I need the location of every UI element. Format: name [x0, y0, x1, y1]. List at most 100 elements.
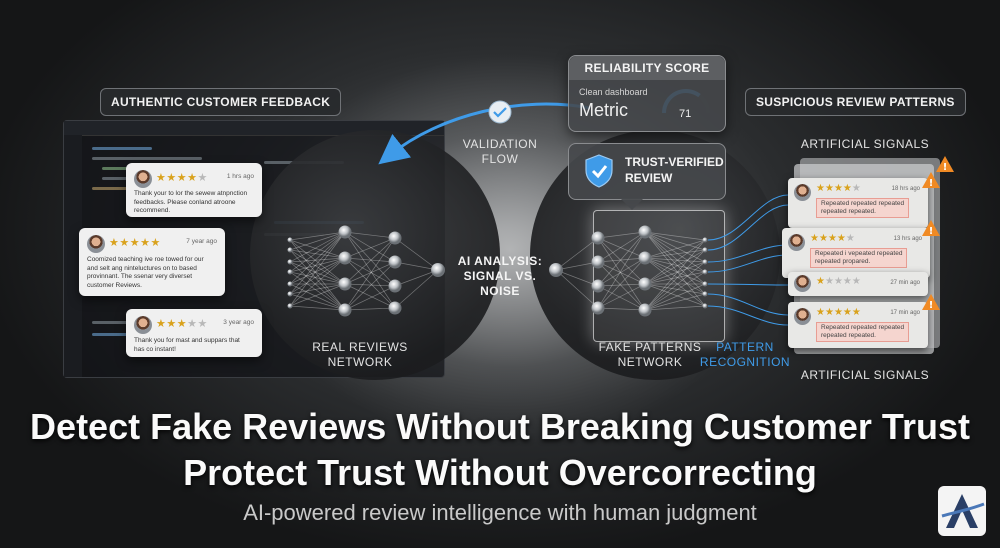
network-node: [287, 247, 293, 253]
star-filled-icon: ★: [176, 172, 188, 184]
network-node: [702, 303, 708, 309]
network-node: [702, 269, 708, 275]
repeated-text-highlight: Repeated i vepeated repeated repeated pr…: [810, 248, 908, 268]
network-node: [338, 225, 352, 239]
authentic-feedback-label: AUTHENTIC CUSTOMER FEEDBACK: [100, 88, 342, 116]
star-empty-icon: ★: [842, 276, 852, 287]
network-node: [287, 259, 293, 265]
suspicious-review-card: ★★★★★ 17 min ago Repeated repeated repea…: [788, 302, 928, 348]
reliability-score-card: RELIABILITY SCORE Clean dashboard Metric…: [568, 55, 726, 132]
star-empty-icon: ★: [845, 233, 855, 244]
network-node: [702, 237, 708, 243]
validation-check-icon: [488, 100, 512, 124]
avatar: [134, 170, 152, 188]
avatar: [794, 184, 811, 201]
network-node: [591, 279, 605, 293]
star-filled-icon: ★: [166, 172, 177, 184]
network-node: [702, 247, 708, 253]
suspicious-review-card: ★★★★★ 27 min ago: [788, 272, 928, 296]
star-filled-icon: ★: [816, 183, 825, 194]
svg-text:!: !: [929, 226, 934, 237]
star-empty-icon: ★: [851, 276, 861, 287]
star-filled-icon: ★: [187, 172, 198, 184]
star-filled-icon: ★: [156, 172, 167, 184]
network-node: [591, 255, 605, 269]
star-filled-icon: ★: [109, 237, 120, 249]
headline-secondary: Protect Trust Without Overcorrecting: [183, 452, 817, 493]
network-node: [388, 279, 402, 293]
star-filled-icon: ★: [842, 307, 852, 318]
star-filled-icon: ★: [119, 237, 130, 249]
warning-icon: !: [922, 294, 940, 311]
rating-stars: ★★★★★: [816, 183, 861, 194]
star-filled-icon: ★: [824, 183, 834, 194]
network-node: [287, 269, 293, 275]
review-date: 1 hrs ago: [226, 173, 254, 180]
star-empty-icon: ★: [824, 276, 834, 287]
network-node: [431, 263, 445, 277]
network-node: [591, 231, 605, 245]
review-date: 13 hrs ago: [893, 236, 922, 242]
star-filled-icon: ★: [851, 307, 861, 318]
star-filled-icon: ★: [836, 233, 846, 244]
network-node: [638, 277, 652, 291]
network-node: [287, 303, 293, 309]
trust-verified-title: TRUST-VERIFIED REVIEW: [625, 155, 724, 185]
network-node: [338, 251, 352, 265]
metric-label: Metric: [579, 100, 628, 120]
network-node: [638, 251, 652, 265]
pattern-recognition-label: PATTERN RECOGNITION: [699, 340, 791, 369]
network-node: [388, 301, 402, 315]
repeated-text-highlight: Repeated repeated repeated repeated repe…: [816, 198, 910, 218]
rating-stars: ★★★★★: [109, 236, 161, 249]
fake-network-panel: [593, 210, 725, 342]
authentic-review-card: ★★★★★ 3 year ago Thank you for mast and …: [126, 309, 262, 357]
network-node: [287, 237, 293, 243]
network-node: [549, 263, 563, 277]
avatar: [794, 308, 811, 325]
review-date: 7 year ago: [186, 238, 217, 245]
rating-stars: ★★★★★: [156, 317, 208, 330]
headline-primary: Detect Fake Reviews Without Breaking Cus…: [30, 406, 970, 447]
warning-icon: !: [922, 220, 940, 237]
star-filled-icon: ★: [156, 318, 167, 330]
review-date: 18 hrs ago: [891, 186, 920, 192]
network-node: [638, 225, 652, 239]
network-node: [338, 277, 352, 291]
star-filled-icon: ★: [833, 183, 843, 194]
avatar: [87, 235, 105, 253]
star-empty-icon: ★: [851, 183, 861, 194]
star-filled-icon: ★: [810, 233, 819, 244]
svg-text:!: !: [929, 300, 934, 311]
warning-icon: !: [936, 156, 954, 173]
star-filled-icon: ★: [166, 318, 177, 330]
rating-stars: ★★★★★: [810, 233, 855, 244]
artificial-signals-bottom-label: ARTIFICIAL SIGNALS: [800, 368, 930, 382]
repeated-text-highlight: Repeated repeated repeated repeated repe…: [816, 322, 910, 342]
star-empty-icon: ★: [197, 318, 208, 330]
star-filled-icon: ★: [833, 307, 843, 318]
review-text: Thank you for mast and suppars that has …: [134, 337, 240, 353]
reliability-score-subtitle: Clean dashboard: [579, 87, 648, 97]
tagline: AI-powered review intelligence with huma…: [243, 500, 757, 525]
network-node: [638, 303, 652, 317]
network-node: [287, 291, 293, 297]
rating-stars: ★★★★★: [816, 307, 861, 318]
suspicious-patterns-label: SUSPICIOUS REVIEW PATTERNS: [745, 88, 966, 116]
network-node: [338, 303, 352, 317]
star-filled-icon: ★: [129, 237, 141, 249]
network-node: [702, 281, 708, 287]
network-node: [388, 231, 402, 245]
avatar: [794, 275, 811, 292]
left-sphere: [250, 130, 500, 380]
network-node: [591, 301, 605, 315]
authentic-review-card: ★★★★★ 1 hrs ago Thank your to lor the se…: [126, 163, 262, 217]
reliability-score-title: RELIABILITY SCORE: [569, 56, 725, 80]
review-text: Thank your to lor the sewew atnpnction f…: [134, 190, 248, 214]
star-empty-icon: ★: [187, 318, 198, 330]
suspicious-review-card: ★★★★★ 13 hrs ago Repeated i vepeated rep…: [782, 228, 930, 278]
warning-icon: !: [922, 172, 940, 189]
authentic-review-card: ★★★★★ 7 year ago Coomized teaching ive r…: [79, 228, 225, 296]
rating-stars: ★★★★★: [156, 171, 208, 184]
network-node: [287, 281, 293, 287]
